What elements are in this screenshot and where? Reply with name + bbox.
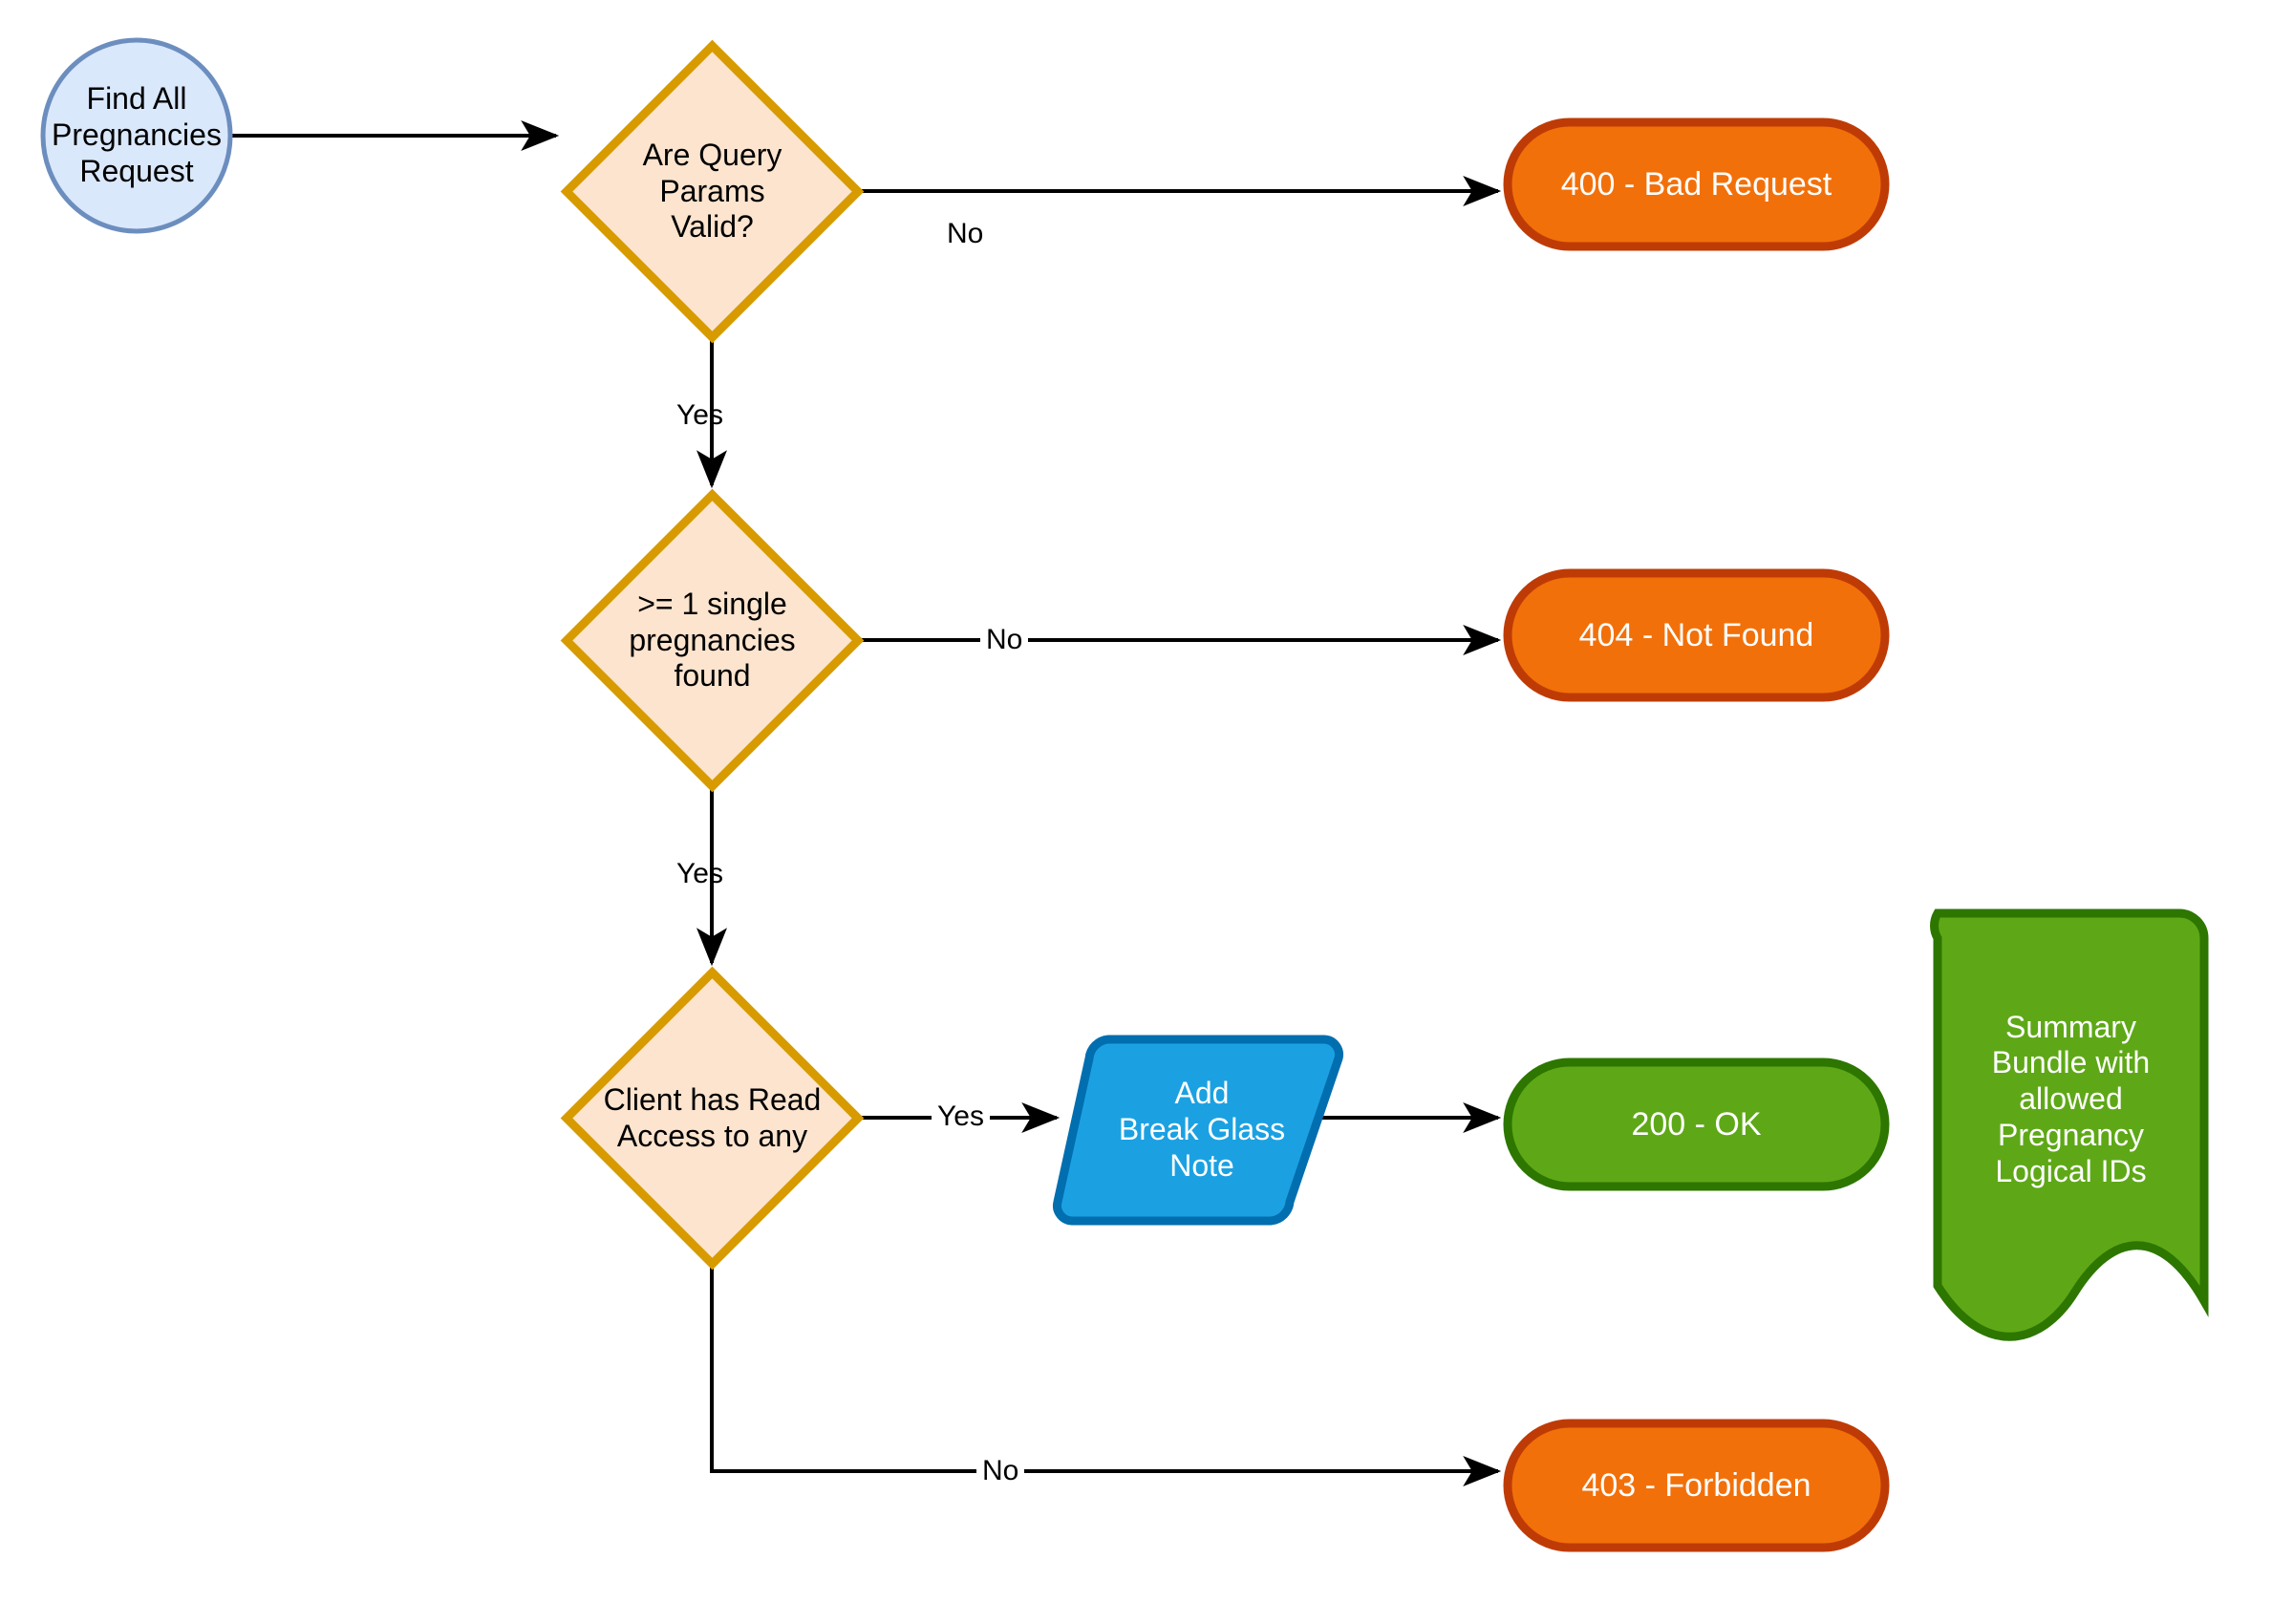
node-decision-pregnancies-found[interactable] bbox=[560, 488, 865, 793]
node-decision-client-read-access[interactable] bbox=[560, 966, 865, 1271]
node-403-forbidden[interactable] bbox=[1503, 1419, 1890, 1552]
node-404-not-found[interactable] bbox=[1503, 568, 1890, 702]
node-200-ok[interactable] bbox=[1503, 1058, 1890, 1191]
edge-decision3-to-403 bbox=[710, 1264, 1502, 1486]
node-decision-query-params-valid[interactable] bbox=[560, 39, 865, 344]
node-summary-bundle-document[interactable] bbox=[1930, 908, 2209, 1341]
node-start-ellipse[interactable] bbox=[40, 37, 233, 234]
edges-group bbox=[230, 120, 1502, 1486]
node-add-break-glass-note[interactable] bbox=[1053, 1035, 1343, 1226]
node-400-bad-request[interactable] bbox=[1503, 118, 1890, 251]
